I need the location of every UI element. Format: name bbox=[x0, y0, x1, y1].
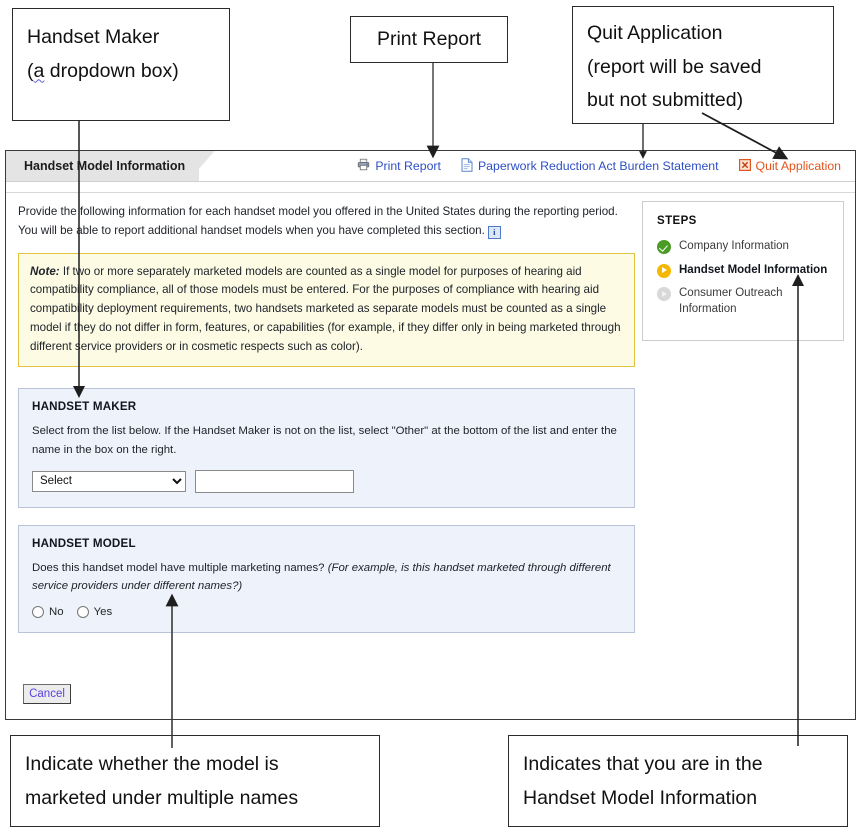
handset-maker-select[interactable]: Select bbox=[32, 470, 186, 492]
radio-input-yes[interactable] bbox=[76, 606, 89, 619]
radio-option-yes[interactable]: Yes bbox=[76, 606, 113, 619]
radio-option-no[interactable]: No bbox=[32, 606, 64, 619]
app-header: Handset Model Information Print Report bbox=[6, 151, 855, 182]
callout-steps-indicator: Indicates that you are in the Handset Mo… bbox=[508, 735, 848, 827]
note-label: Note: bbox=[30, 264, 60, 278]
callout-handset-maker-line2: (a dropdown box) bbox=[27, 55, 215, 89]
application-window: Handset Model Information Print Report bbox=[5, 150, 856, 720]
steps-panel: STEPS Company Information Handset Model … bbox=[642, 201, 844, 342]
callout-multiple-names-line1: Indicate whether the model is bbox=[25, 753, 279, 775]
cancel-button-wrap: Cancel bbox=[23, 684, 71, 704]
callout-handset-maker: Handset Maker (a dropdown box) bbox=[12, 8, 230, 121]
header-divider bbox=[6, 182, 855, 193]
radio-input-no[interactable] bbox=[32, 606, 44, 619]
handset-maker-other-input[interactable] bbox=[195, 469, 354, 493]
app-body: Provide the following information for ea… bbox=[6, 193, 855, 634]
tab-handset-model-information[interactable]: Handset Model Information bbox=[6, 151, 200, 181]
callout-quit-line3: but not submitted) bbox=[587, 89, 744, 112]
note-box: Note: If two or more separately marketed… bbox=[18, 252, 635, 368]
handset-model-radio-group: No Yes bbox=[32, 606, 621, 619]
callout-handset-maker-line1: Handset Maker bbox=[27, 26, 160, 48]
callout-steps-indicator-line1: Indicates that you are in the bbox=[523, 753, 763, 775]
quit-application-link[interactable]: Quit Application bbox=[738, 158, 841, 174]
step-label-company-information: Company Information bbox=[679, 240, 789, 252]
callout-line2-rest: dropdown box) bbox=[44, 59, 179, 82]
step-company-information[interactable]: Company Information bbox=[657, 239, 829, 255]
paperwork-reduction-act-link-label: Paperwork Reduction Act Burden Statement bbox=[477, 159, 719, 173]
handset-model-section: HANDSET MODEL Does this handset model ha… bbox=[18, 524, 635, 634]
step-label-consumer-outreach-information: Consumer Outreach Information bbox=[679, 287, 783, 315]
check-circle-icon bbox=[657, 240, 671, 254]
callout-quit-line2: (report will be saved bbox=[587, 55, 762, 78]
handset-maker-instruction: Select from the list below. If the Hands… bbox=[32, 425, 617, 456]
info-icon[interactable]: i bbox=[487, 225, 501, 239]
radio-label-yes: Yes bbox=[93, 606, 113, 619]
handset-model-heading: HANDSET MODEL bbox=[32, 536, 136, 550]
handset-model-question-text: Does this handset model have multiple ma… bbox=[32, 561, 328, 574]
intro-text: Provide the following information for ea… bbox=[18, 205, 618, 237]
handset-maker-section: HANDSET MAKER Select from the list below… bbox=[18, 388, 635, 508]
document-icon bbox=[461, 157, 473, 175]
arrow-circle-icon bbox=[657, 263, 671, 278]
callout-print-report: Print Report bbox=[350, 16, 508, 63]
paperwork-reduction-act-link[interactable]: Paperwork Reduction Act Burden Statement bbox=[461, 157, 719, 175]
radio-label-no: No bbox=[49, 606, 64, 619]
print-report-link[interactable]: Print Report bbox=[357, 158, 441, 174]
note-text: If two or more separately marketed model… bbox=[30, 264, 621, 353]
callout-wavy-word: a bbox=[33, 59, 45, 82]
callout-quit-line1: Quit Application bbox=[587, 22, 723, 44]
header-toolbar: Print Report Paperwork Reduction Act Bur… bbox=[357, 151, 841, 181]
step-handset-model-information[interactable]: Handset Model Information bbox=[657, 263, 829, 279]
callout-multiple-names-line2: marketed under multiple names bbox=[25, 786, 299, 809]
steps-title: STEPS bbox=[657, 215, 697, 227]
tab-label: Handset Model Information bbox=[24, 159, 186, 173]
callout-print-report-text: Print Report bbox=[376, 27, 482, 50]
step-label-handset-model-information: Handset Model Information bbox=[679, 263, 828, 276]
handset-model-question-example: (For example, is this handset marketed t… bbox=[32, 561, 611, 593]
handset-maker-controls: Select bbox=[32, 469, 621, 493]
callout-quit-application: Quit Application (report will be saved b… bbox=[572, 6, 834, 124]
arrow-circle-disabled-icon bbox=[657, 287, 671, 302]
quit-application-link-label: Quit Application bbox=[755, 159, 841, 173]
handset-model-question: Does this handset model have multiple ma… bbox=[32, 559, 621, 596]
step-consumer-outreach-information[interactable]: Consumer Outreach Information bbox=[657, 286, 829, 317]
callout-steps-indicator-line2: Handset Model Information bbox=[523, 786, 758, 809]
tab-slant-decoration bbox=[189, 151, 215, 181]
print-report-link-label: Print Report bbox=[375, 159, 441, 173]
callout-multiple-names: Indicate whether the model is marketed u… bbox=[10, 735, 380, 827]
close-box-icon bbox=[738, 158, 751, 174]
intro-paragraph: Provide the following information for ea… bbox=[18, 203, 635, 241]
callout-paren-open: ( bbox=[27, 59, 34, 82]
cancel-button[interactable]: Cancel bbox=[23, 684, 71, 704]
handset-maker-heading: HANDSET MAKER bbox=[32, 400, 137, 414]
printer-icon bbox=[357, 158, 370, 174]
